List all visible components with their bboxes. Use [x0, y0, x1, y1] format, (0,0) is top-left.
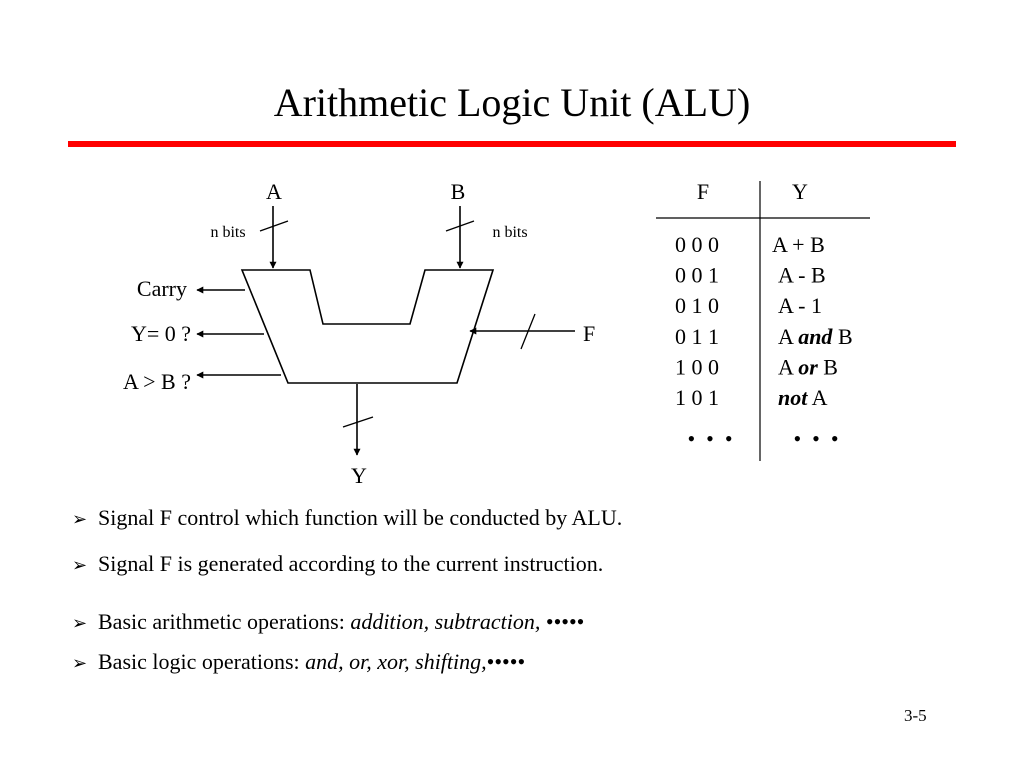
output-y-bus-tick — [342, 416, 374, 428]
title-divider — [68, 141, 956, 147]
bullet-text: Basic arithmetic operations: — [98, 609, 351, 634]
bullet-item: ➢ Signal F is generated according to the … — [72, 550, 603, 580]
bullet-arrow-icon: ➢ — [72, 613, 88, 634]
table-cell-y-pre: A - 1 — [778, 293, 822, 318]
table-cell-y-post: A — [807, 385, 827, 410]
input-a-bus-tick — [259, 220, 289, 232]
bullet-text: Basic logic operations: — [98, 649, 306, 674]
table-cell-y-pre: A - B — [778, 263, 826, 288]
table-cell-y-em: and — [798, 324, 833, 349]
table-rows: 0 0 0 A + B 0 0 1 A - B 0 1 0 A - 1 0 1 1 A and… — [675, 232, 853, 410]
bullet-item: ➢ Signal F control which function will be… — [72, 504, 622, 534]
input-b-width-label: n bits — [492, 224, 527, 241]
alu-body — [240, 269, 495, 384]
table-ellipsis-y: • • • — [793, 426, 838, 451]
bullet-emphasis: and, or, xor, shifting, — [305, 649, 487, 674]
control-f-label: F — [583, 321, 595, 346]
bullet-item: ➢ Basic logic operations: and, or, xor, s… — [72, 648, 525, 678]
bullet-ellipsis: ••••• — [486, 649, 526, 674]
table-cell-y: A or B — [778, 354, 838, 379]
table-cell-f: 0 1 1 — [675, 324, 719, 349]
input-a-label: A — [266, 179, 282, 204]
bullet-text: Signal F is generated according to the c… — [98, 551, 604, 576]
table-header-y: Y — [792, 179, 808, 204]
table-cell-y-post: B — [818, 354, 838, 379]
table-cell-y: A - B — [778, 263, 826, 288]
table-header-f: F — [697, 179, 709, 204]
table-cell-y: A and B — [778, 324, 853, 349]
table-cell-y-pre: A + B — [772, 232, 825, 257]
function-table: F Y 0 0 0 A + B 0 0 1 A - B 0 1 0 A - 1 0 1 1 A… — [656, 179, 870, 461]
table-cell-f: 1 0 0 — [675, 354, 719, 379]
bullet-arrow-icon: ➢ — [72, 509, 88, 530]
table-cell-y-em: not — [778, 385, 808, 410]
table-ellipsis-f: • • • — [687, 426, 732, 451]
output-y-label: Y — [351, 463, 367, 488]
control-f-bus-tick — [520, 313, 536, 350]
slide-number: 3-5 — [904, 706, 927, 725]
bullet-emphasis: addition, subtraction, — [350, 609, 541, 634]
bullet-arrow-icon: ➢ — [72, 555, 88, 576]
zero-flag-label: Y= 0 ? — [131, 321, 191, 346]
table-cell-y: A + B — [772, 232, 825, 257]
slide-title: Arithmetic Logic Unit (ALU) — [273, 80, 751, 125]
carry-label: Carry — [137, 276, 187, 301]
table-cell-f: 1 0 1 — [675, 385, 719, 410]
table-cell-y-em: or — [798, 354, 818, 379]
table-cell-y-pre: A — [778, 324, 798, 349]
table-cell-f: 0 0 1 — [675, 263, 719, 288]
bullet-arrow-icon: ➢ — [72, 653, 88, 674]
table-cell-f: 0 0 0 — [675, 232, 719, 257]
table-cell-y: A - 1 — [778, 293, 822, 318]
input-b-label: B — [451, 179, 466, 204]
input-b-bus-tick — [445, 220, 475, 232]
table-cell-y-post: B — [832, 324, 852, 349]
bullet-item: ➢ Basic arithmetic operations: addition, … — [72, 608, 584, 638]
input-a-width-label: n bits — [210, 224, 245, 241]
table-cell-y: not A — [778, 385, 828, 410]
table-cell-y-pre: A — [778, 354, 798, 379]
bullet-text: Signal F control which function will be … — [98, 505, 623, 530]
table-cell-f: 0 1 0 — [675, 293, 719, 318]
bullet-ellipsis: ••••• — [540, 609, 585, 634]
compare-flag-label: A > B ? — [123, 369, 191, 394]
